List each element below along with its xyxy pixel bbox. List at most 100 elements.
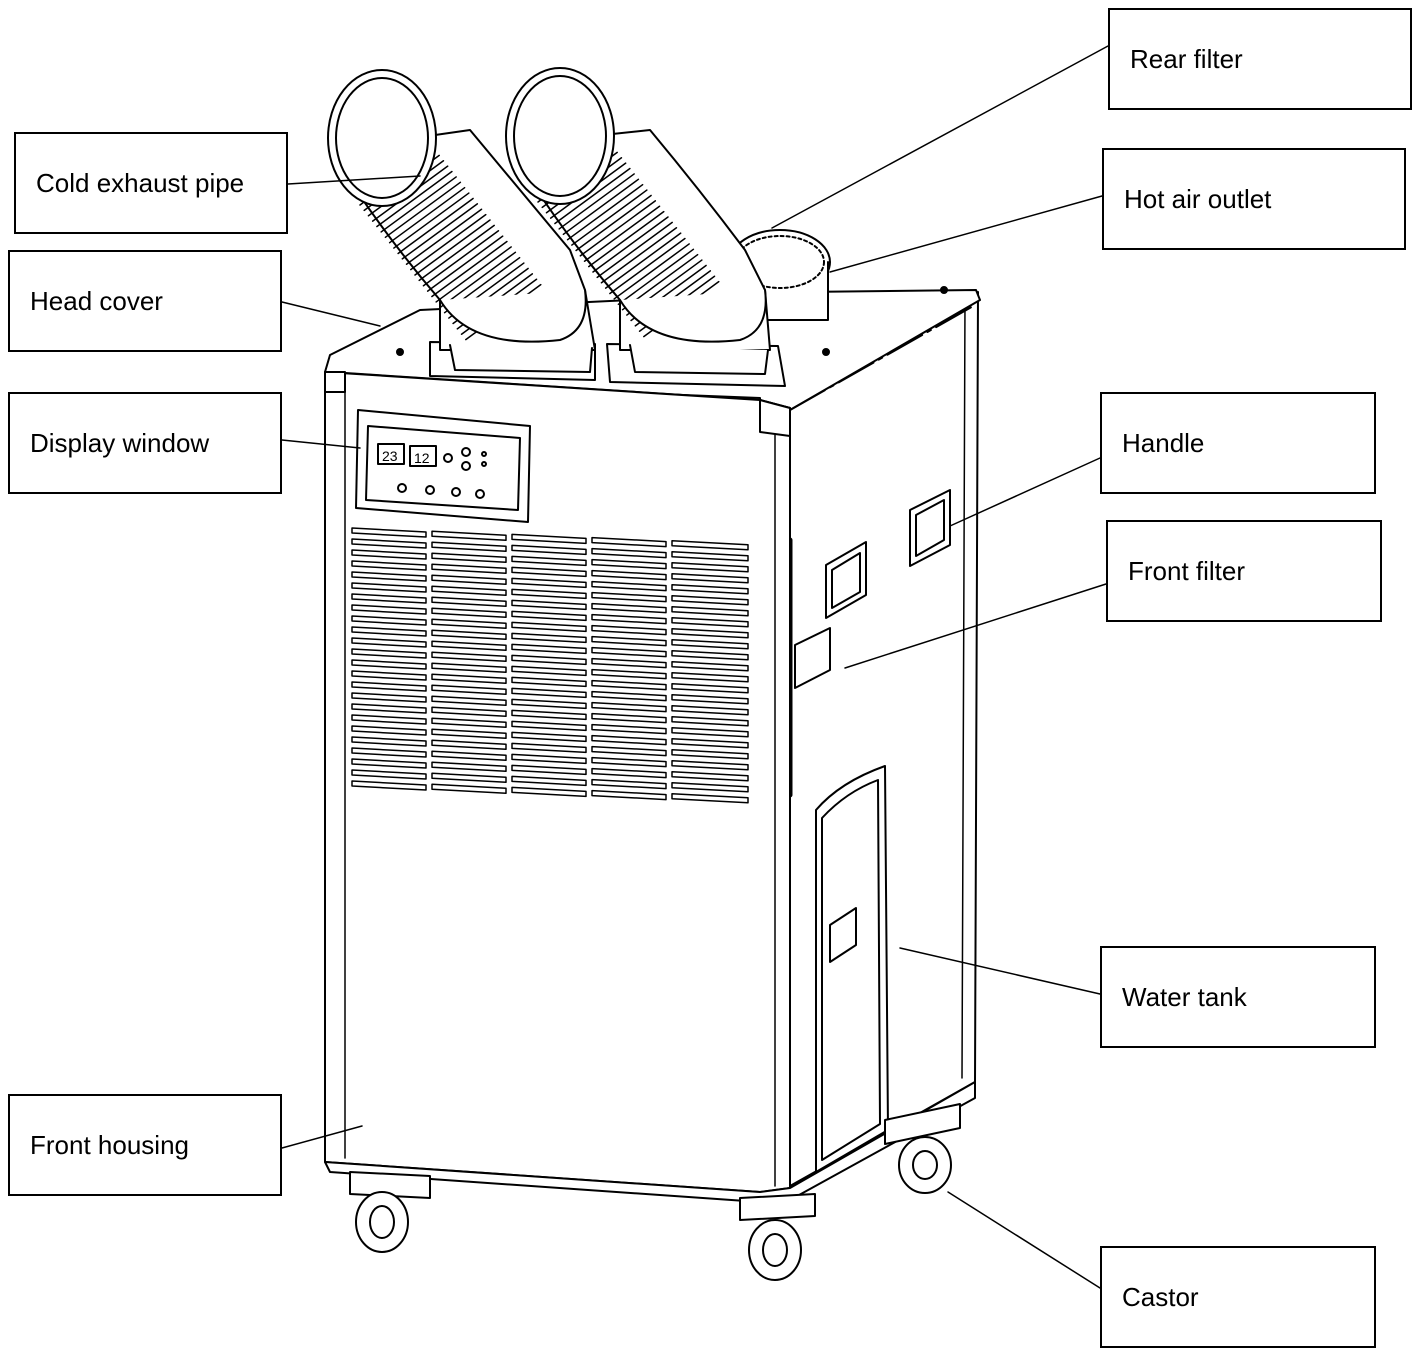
label-water-tank: Water tank bbox=[1100, 946, 1376, 1048]
vent-slat bbox=[351, 758, 427, 769]
pipe-corrugation bbox=[410, 213, 487, 271]
label-text: Handle bbox=[1122, 427, 1205, 458]
vent-slat bbox=[671, 672, 749, 683]
vent-slat bbox=[351, 659, 427, 670]
vent-slat bbox=[511, 775, 587, 787]
vent-slat bbox=[671, 694, 749, 705]
label-front-housing: Front housing bbox=[8, 1094, 282, 1196]
vent-slat bbox=[511, 709, 587, 721]
display-left-digits: 23 bbox=[382, 448, 398, 464]
vent-slat bbox=[511, 632, 587, 644]
pipe-corrugation bbox=[431, 240, 508, 298]
pipe-corrugation bbox=[384, 181, 462, 239]
vent-slat bbox=[591, 591, 667, 603]
cold-exhaust-pipes bbox=[327, 67, 771, 375]
vent-slat bbox=[591, 745, 667, 757]
pipe-corrugation bbox=[600, 227, 678, 284]
vent-slat bbox=[351, 769, 427, 780]
pipe-corrugation bbox=[588, 210, 665, 268]
vent-slat bbox=[351, 725, 427, 736]
vent-slat bbox=[671, 760, 749, 771]
vent-slat bbox=[591, 536, 667, 548]
vent-slat bbox=[591, 668, 667, 680]
vent-slat bbox=[351, 549, 427, 560]
vent-slat bbox=[511, 654, 587, 666]
pipe-corrugation bbox=[426, 235, 504, 292]
vent-slat bbox=[351, 747, 427, 758]
vent-slat bbox=[351, 692, 427, 703]
vent-slat bbox=[671, 595, 749, 606]
vent-slat bbox=[511, 720, 587, 732]
front-filter-tab bbox=[794, 627, 831, 689]
vent-slat bbox=[591, 690, 667, 702]
pipe-corrugation bbox=[562, 178, 640, 236]
vent-slat bbox=[351, 637, 427, 648]
pipe-corrugation bbox=[583, 205, 661, 262]
label-handle: Handle bbox=[1100, 392, 1376, 494]
pipe-corrugation bbox=[380, 176, 457, 233]
pipe-corrugation bbox=[575, 194, 652, 252]
vent-slat bbox=[671, 782, 749, 793]
vent-slat bbox=[431, 607, 507, 618]
vent-slat bbox=[351, 593, 427, 604]
vent-slat bbox=[351, 527, 427, 538]
vent-slat bbox=[671, 705, 749, 716]
pipe-corrugation bbox=[388, 186, 466, 244]
pipe-corrugation bbox=[414, 219, 491, 276]
pipe-corrugation bbox=[609, 237, 686, 295]
vent-slat bbox=[671, 573, 749, 584]
pipe-corrugation bbox=[435, 246, 512, 303]
vent-slat bbox=[431, 629, 507, 640]
vent-slat bbox=[511, 610, 587, 622]
vent-slat bbox=[431, 596, 507, 607]
vent-slat bbox=[431, 552, 507, 563]
label-cold-exhaust-pipe: Cold exhaust pipe bbox=[14, 132, 288, 234]
pipe-corrugation bbox=[617, 248, 695, 306]
pipe-corrugation bbox=[592, 216, 669, 273]
label-display-window: Display window bbox=[8, 392, 282, 494]
vent-slat bbox=[591, 646, 667, 658]
label-text: Hot air outlet bbox=[1124, 183, 1272, 214]
vent-slat bbox=[591, 712, 667, 724]
vent-slat bbox=[671, 771, 749, 782]
vent-slat bbox=[351, 626, 427, 637]
vent-slat bbox=[591, 734, 667, 746]
leader-lines bbox=[281, 45, 1109, 1289]
label-rear-filter: Rear filter bbox=[1108, 8, 1412, 110]
vent-slat bbox=[591, 701, 667, 713]
vent-slat bbox=[671, 540, 749, 551]
vent-slat bbox=[671, 628, 749, 639]
vent-slat bbox=[671, 727, 749, 738]
pipe-corrugation bbox=[405, 208, 483, 265]
vent-slat bbox=[351, 615, 427, 626]
vent-slat bbox=[431, 761, 507, 772]
vent-slat bbox=[431, 706, 507, 717]
pipe-corrugation bbox=[604, 232, 682, 289]
vent-slat bbox=[511, 588, 587, 600]
label-text: Water tank bbox=[1122, 981, 1247, 1012]
vent-slat bbox=[511, 676, 587, 688]
vent-slat bbox=[431, 739, 507, 750]
label-head-cover: Head cover bbox=[8, 250, 282, 352]
vent-slat bbox=[511, 544, 587, 556]
vent-slat bbox=[351, 681, 427, 692]
vent-slat bbox=[431, 530, 507, 541]
vent-slat bbox=[511, 687, 587, 699]
vent-slat bbox=[431, 772, 507, 783]
vent-slat bbox=[351, 670, 427, 681]
vent-slat bbox=[591, 723, 667, 735]
vent-slat bbox=[591, 558, 667, 570]
pipe-corrugation bbox=[397, 197, 474, 255]
vent-slat bbox=[591, 778, 667, 790]
vent-slat bbox=[431, 662, 507, 673]
vent-slat bbox=[591, 657, 667, 669]
vent-slat bbox=[591, 624, 667, 636]
vent-slat bbox=[591, 756, 667, 768]
vent-slat bbox=[671, 650, 749, 661]
vent-slat bbox=[671, 617, 749, 628]
vent-slat bbox=[511, 753, 587, 765]
vent-slat bbox=[351, 780, 427, 791]
display-window: 23 12 bbox=[355, 409, 531, 523]
handles bbox=[825, 489, 951, 619]
vent-slat bbox=[431, 750, 507, 761]
